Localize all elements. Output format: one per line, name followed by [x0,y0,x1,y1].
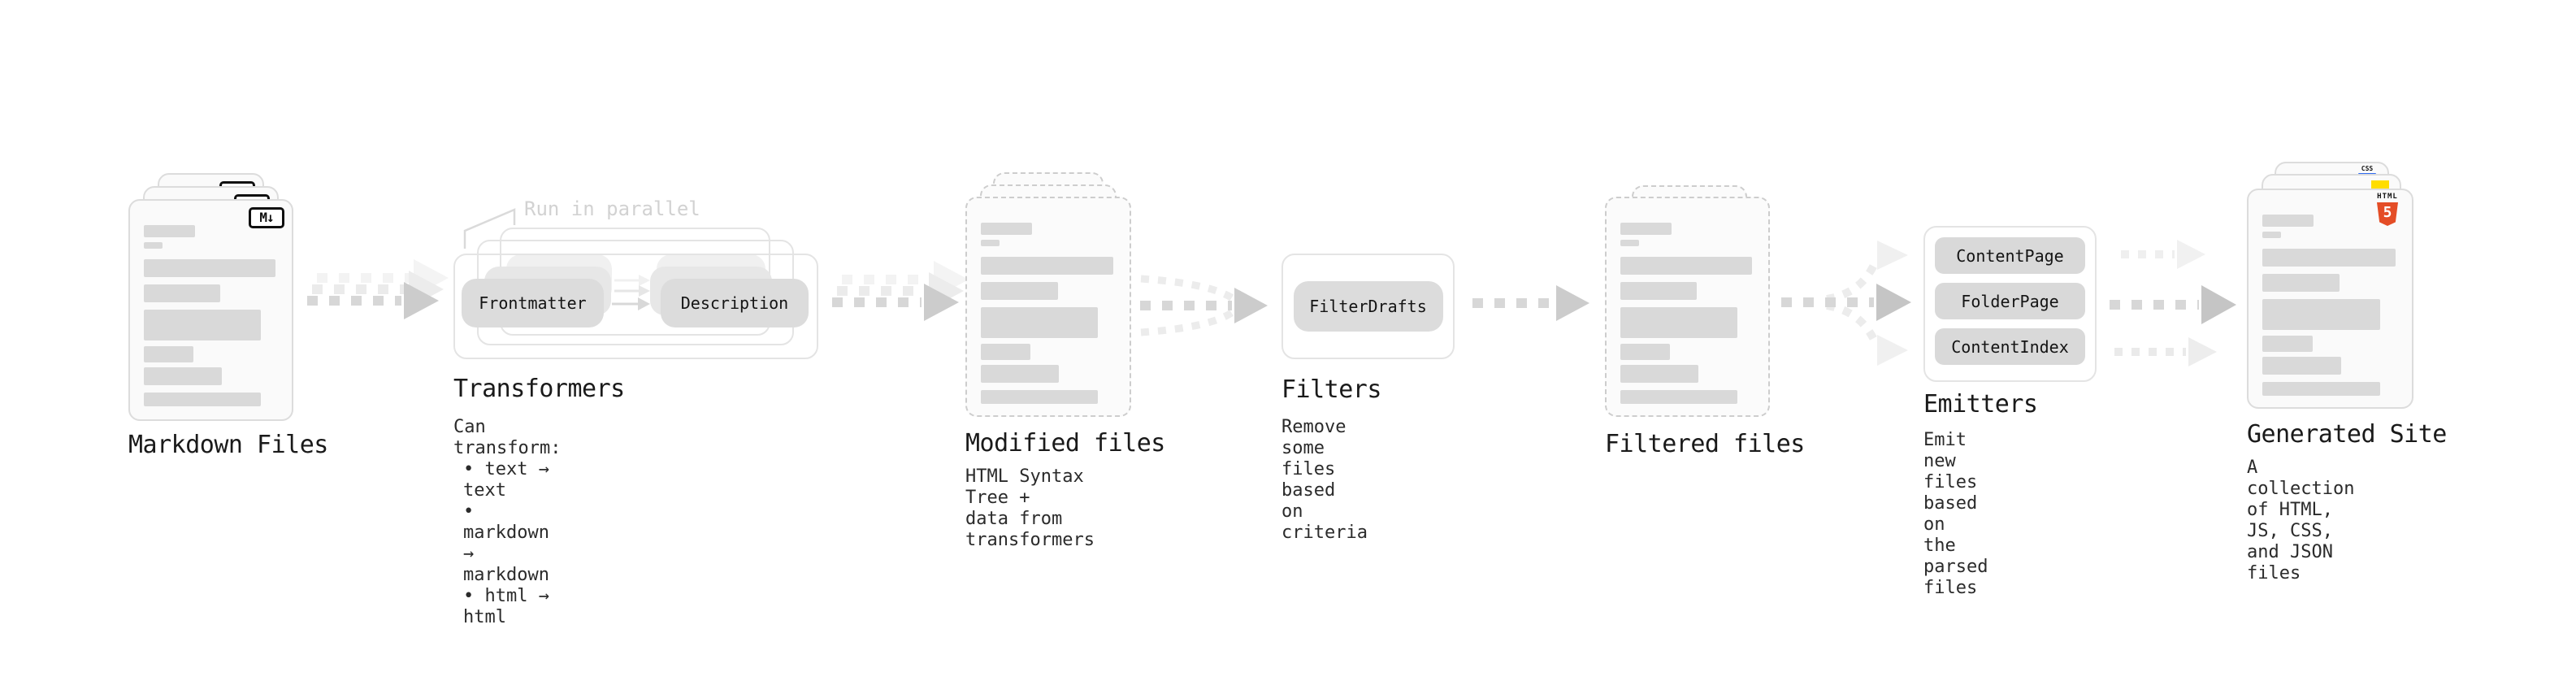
generated-site-label: Generated Site [2247,420,2447,449]
emitters-description: Emit new files based on the parsed files [1923,430,1988,598]
transformers-description: Can transform: • text → text • markdown … [453,417,561,628]
transform-bullet: • text → text [463,459,549,501]
modified-files-description: HTML Syntax Tree + data from transformer… [965,466,1095,550]
generated-site-description: A collection of HTML, JS, CSS, and JSON … [2247,458,2355,583]
filtered-files-label: Filtered files [1605,430,1805,458]
frontmatter-pill: Frontmatter [462,279,604,327]
text-placeholder-bars [2262,215,2398,396]
filtered-file-card-front [1605,197,1770,417]
contentindex-pill: ContentIndex [1935,328,2085,365]
transform-bullet: • html → html [463,586,549,627]
markdown-file-card-front: M↓ [128,199,293,421]
contentpage-pill: ContentPage [1935,237,2085,274]
transformer-box-front [453,254,818,359]
filters-description: Remove some files based on criteria [1281,417,1368,543]
generated-html-file-card: HTML 5 [2247,189,2413,409]
arrow-markdown-to-transformers [307,259,449,319]
run-in-parallel-leader [463,208,516,249]
markdown-files-label: Markdown Files [128,431,328,459]
description-pill: Description [661,279,809,327]
javascript-icon [2371,180,2389,189]
modified-file-card-front [965,197,1131,417]
text-placeholder-bars [981,223,1116,404]
filters-box: FilterDrafts [1281,254,1455,359]
arrow-modified-to-filters [1140,275,1268,336]
filterdrafts-pill: FilterDrafts [1293,281,1443,332]
emitters-label: Emitters [1923,390,2038,419]
filters-label: Filters [1281,375,1381,404]
html5-icon: HTML 5 [2374,193,2401,226]
transformers-desc-title: Can transform: [453,417,562,458]
text-placeholder-bars [144,225,278,406]
transformers-label: Transformers [453,375,625,403]
transform-bullet: • markdown → markdown [463,501,549,585]
arrow-filters-to-filtered [1472,285,1589,321]
arrow-transformers-to-modified [832,261,969,321]
text-placeholder-bars [1620,223,1754,404]
emitters-box: ContentPage FolderPage ContentIndex [1923,226,2097,382]
folderpage-pill: FolderPage [1935,283,2085,319]
split-filtered-to-emitters [1781,241,1911,366]
markdown-icon: M↓ [249,207,284,228]
arrows-emitters-to-generated [2110,240,2236,367]
modified-files-label: Modified files [965,429,1165,458]
run-in-parallel-note: Run in parallel [524,197,700,220]
transformer-parallel-arrows [612,275,650,310]
